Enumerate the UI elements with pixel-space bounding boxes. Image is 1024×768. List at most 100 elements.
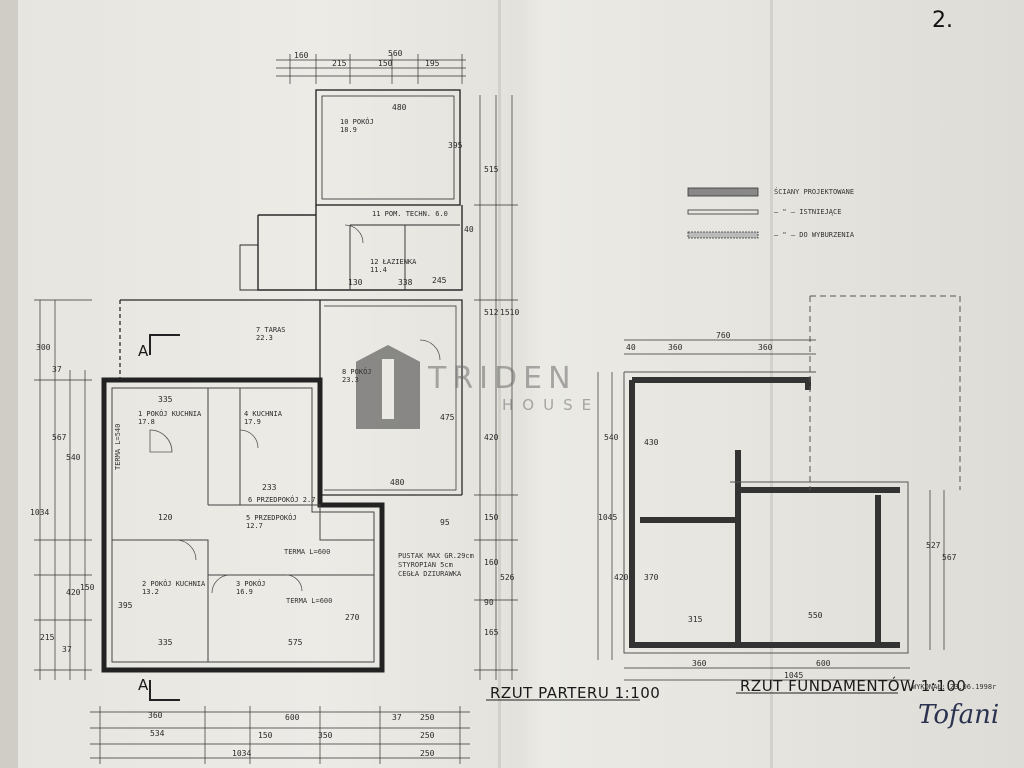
dim-label: 420 bbox=[484, 433, 499, 442]
dim-label: 430 bbox=[644, 438, 659, 447]
dim-label: 526 bbox=[500, 573, 515, 582]
dim-label: 395 bbox=[118, 601, 133, 610]
door-swings bbox=[149, 224, 441, 594]
dim-label: 360 bbox=[758, 343, 773, 352]
foundation-outline bbox=[623, 295, 961, 654]
dim-label: 150 bbox=[484, 513, 499, 522]
dim-label: 37 bbox=[52, 365, 62, 374]
dim-label: 95 bbox=[440, 518, 450, 527]
dimension-lines-top bbox=[276, 54, 466, 84]
watermark-logo-icon bbox=[356, 345, 420, 429]
main-house-walls bbox=[101, 377, 385, 673]
signature: Tofani bbox=[918, 700, 1000, 730]
dim-label: 270 bbox=[345, 613, 360, 622]
dim-label: 1045 bbox=[598, 513, 617, 522]
dim-label: 360 bbox=[692, 659, 707, 668]
dim-label: 37 bbox=[62, 645, 72, 654]
radiator-note: TERMA L=600 bbox=[286, 597, 333, 605]
dim-label: 335 bbox=[158, 395, 173, 404]
ground-floor-plan-title: RZUT PARTERU 1:100 bbox=[490, 684, 661, 702]
dimension-labels-inner: 335 120 233 480 575 335 395 270 130 338 … bbox=[118, 276, 455, 647]
dim-label: 165 bbox=[484, 628, 499, 637]
dim-label: 338 bbox=[398, 278, 413, 287]
dim-label: 250 bbox=[420, 731, 435, 740]
dim-label: 515 bbox=[484, 165, 499, 174]
dim-label: 475 bbox=[440, 413, 455, 422]
dim-label: 245 bbox=[432, 276, 447, 285]
wall-material-note: PUSTAK MAX GR.29cm bbox=[398, 552, 474, 560]
dim-label: 1034 bbox=[30, 508, 49, 517]
legend-label-designed-walls: ŚCIANY PROJEKTOWANE bbox=[774, 188, 855, 196]
foundation-walls bbox=[629, 377, 900, 648]
dim-label: 534 bbox=[150, 729, 165, 738]
dimension-lines-left bbox=[34, 299, 92, 680]
watermark-sub-text: HOUSE bbox=[502, 395, 601, 414]
upper-extension-walls bbox=[239, 89, 463, 291]
dim-label: 480 bbox=[390, 478, 405, 487]
dim-label: 360 bbox=[148, 711, 163, 720]
dimension-labels-right: 515 512 1510 420 150 160 90 165 526 95 bbox=[440, 165, 519, 637]
room-label: 6 PRZEDPOKÓJ 2.7 bbox=[248, 496, 316, 504]
dim-label: 480 bbox=[392, 103, 407, 112]
dim-label: 1510 bbox=[500, 308, 519, 317]
page-number: 2. bbox=[932, 8, 953, 33]
dimension-labels-bottom: 360 600 37 250 534 150 350 250 1034 250 bbox=[148, 711, 435, 758]
room-label: 11 POM. TECHN. 6.0 bbox=[372, 210, 448, 218]
dim-label: 420 bbox=[614, 573, 629, 582]
drawing-sheet bbox=[18, 0, 1024, 768]
foundation-plan-title: RZUT FUNDAMENTÓW 1:100 bbox=[740, 677, 967, 695]
dimension-lines-right bbox=[474, 95, 518, 680]
legend-swatches bbox=[687, 187, 759, 239]
paper-fold bbox=[770, 0, 773, 768]
dim-label: 512 bbox=[484, 308, 499, 317]
dim-label: 540 bbox=[604, 433, 619, 442]
title-underlines bbox=[486, 692, 898, 701]
dim-label: 540 bbox=[66, 453, 81, 462]
foundation-dimension-lines bbox=[597, 339, 945, 681]
section-mark-a: A bbox=[138, 676, 149, 694]
dim-label: 1034 bbox=[232, 749, 251, 758]
wall-material-note: CEGŁA DZIURAWKA bbox=[398, 570, 462, 578]
dim-label: 160 bbox=[484, 558, 499, 567]
dim-label: 600 bbox=[285, 713, 300, 722]
dim-label: 527 bbox=[926, 541, 941, 550]
legend-label-existing-walls: — " — ISTNIEJĄCE bbox=[774, 208, 842, 216]
paper-fold bbox=[498, 0, 501, 768]
dim-label: 40 bbox=[464, 225, 474, 234]
dim-label: 195 bbox=[425, 59, 440, 68]
dim-label: 420 bbox=[66, 588, 81, 597]
dimension-labels-top: 160 560 215 150 195 480 395 40 bbox=[294, 49, 474, 234]
dim-label: 120 bbox=[158, 513, 173, 522]
dim-label: 250 bbox=[420, 749, 435, 758]
dim-label: 215 bbox=[40, 633, 55, 642]
dim-label: 360 bbox=[668, 343, 683, 352]
dim-label: 395 bbox=[448, 141, 463, 150]
dim-label: 233 bbox=[262, 483, 277, 492]
dim-label: 575 bbox=[288, 638, 303, 647]
dim-label: 560 bbox=[388, 49, 403, 58]
dimension-labels-foundation: 40 360 760 360 540 430 1045 420 370 315 … bbox=[598, 331, 957, 680]
radiator-note: TERMA L=540 bbox=[114, 423, 122, 470]
dim-label: 1045 bbox=[784, 671, 803, 680]
dim-label: 370 bbox=[644, 573, 659, 582]
watermark-main-text: TRIDEN bbox=[428, 360, 577, 396]
dimension-lines-bottom bbox=[90, 706, 470, 764]
legend-label-demolition-walls: — " — DO WYBURZENIA bbox=[774, 231, 855, 239]
dim-label: 215 bbox=[332, 59, 347, 68]
dimension-labels-left: 300 37 567 540 1034 420 150 215 37 bbox=[30, 343, 95, 654]
section-arrows bbox=[149, 334, 180, 701]
dim-label: 150 bbox=[80, 583, 95, 592]
dim-label: 150 bbox=[378, 59, 393, 68]
dim-label: 250 bbox=[420, 713, 435, 722]
dim-label: 567 bbox=[942, 553, 957, 562]
dim-label: 600 bbox=[816, 659, 831, 668]
dim-label: 760 bbox=[716, 331, 731, 340]
